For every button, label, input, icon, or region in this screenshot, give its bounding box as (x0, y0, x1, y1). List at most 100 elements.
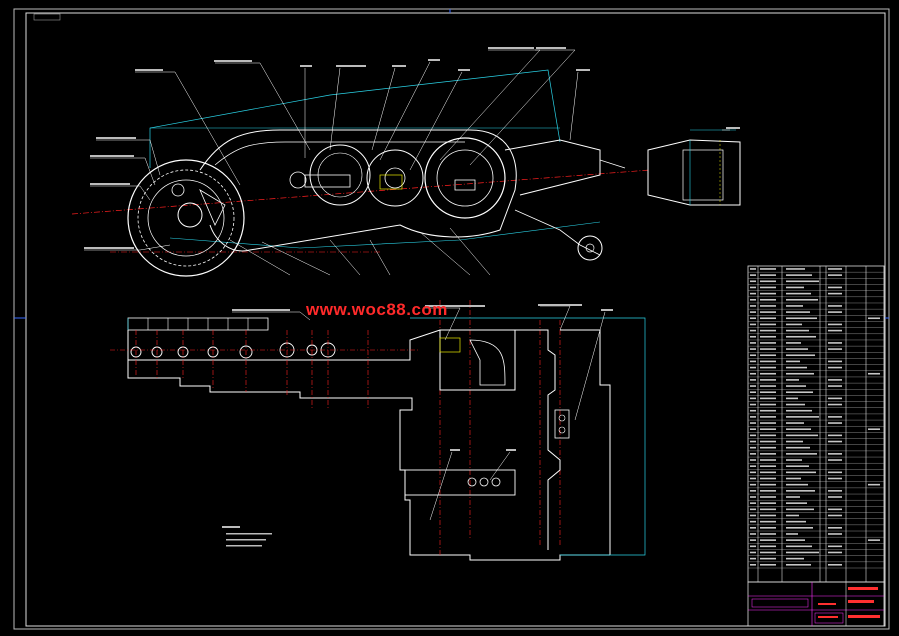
parts-cell-text (750, 453, 756, 455)
parts-cell-text (750, 342, 756, 344)
parts-cell-text (760, 459, 776, 461)
parts-cell-text (760, 557, 776, 560)
parts-cell-text (786, 379, 799, 381)
parts-cell-text (786, 335, 816, 338)
parts-cell-text (760, 397, 776, 400)
parts-cell-text (786, 434, 818, 437)
parts-cell-text (828, 397, 842, 400)
parts-cell-text (828, 477, 842, 480)
parts-cell-text (828, 508, 842, 511)
parts-cell-text (750, 502, 756, 504)
parts-cell-text (786, 440, 803, 443)
parts-cell-text (760, 514, 776, 517)
parts-cell-text (786, 502, 807, 504)
parts-cell-text (786, 292, 811, 295)
parts-cell-text (786, 483, 808, 486)
section-outline-left (127, 360, 610, 561)
callout-labels-bottom (232, 304, 613, 451)
parts-cell-text (760, 348, 776, 350)
parts-cell-text (786, 422, 804, 424)
parts-cell-text (760, 280, 776, 283)
base-hub (177, 202, 203, 228)
parts-cell-text (786, 471, 816, 474)
parts-cell-text (750, 477, 756, 480)
parts-cell-text (750, 428, 756, 431)
parts-cell-text (750, 471, 756, 474)
upper-arm-link (199, 129, 517, 252)
parts-cell-text (786, 397, 798, 400)
parts-cell-text (750, 335, 756, 338)
callout-labels-top (84, 47, 740, 249)
leader-lines-top (84, 49, 730, 276)
parts-cell-text (786, 360, 800, 363)
leader-lines-bottom (232, 305, 606, 521)
parts-cell-text (750, 323, 756, 326)
parts-cell-text (750, 403, 756, 406)
parts-cell-text (760, 298, 776, 301)
parts-cell-text (750, 551, 756, 554)
parts-cell-text (828, 440, 842, 443)
parts-cell-text (750, 416, 756, 418)
gear-small (289, 171, 307, 189)
parts-cell-text (828, 471, 842, 474)
parts-cell-text (828, 274, 842, 276)
parts-cell-text (750, 496, 756, 498)
parts-cell-text (828, 527, 842, 529)
parts-cell-text (750, 490, 756, 492)
highlight-block (379, 174, 403, 190)
forearm-brace (514, 209, 601, 256)
parts-cell-text (786, 557, 804, 560)
parts-cell-text (786, 323, 802, 326)
gripper-column (560, 329, 611, 555)
parts-cell-text (760, 335, 776, 338)
parts-cell-text (750, 305, 756, 307)
base-plate (404, 469, 516, 496)
parts-cell-text (760, 539, 776, 541)
parts-cell-text (786, 477, 801, 480)
inner-frame (25, 12, 886, 627)
parts-cell-text (786, 539, 805, 541)
envelope-top (149, 69, 561, 168)
parts-cell-text (786, 514, 799, 517)
joint-disc-2 (366, 149, 424, 207)
parts-cell-text (760, 465, 776, 467)
parts-cell-text (750, 268, 756, 270)
parts-cell-text (750, 545, 756, 548)
parts-cell-text (750, 354, 756, 357)
parts-cell-text (750, 379, 756, 381)
parts-cell-text (750, 563, 756, 566)
parts-cell-text (750, 440, 756, 443)
parts-cell-text (750, 483, 756, 486)
elbow-disc-inner (436, 149, 494, 207)
parts-cell-text (760, 311, 776, 313)
parts-cell-text (750, 391, 756, 394)
parts-cell-text (760, 385, 776, 387)
parts-cell-text (760, 268, 776, 270)
parts-cell-text (786, 268, 805, 270)
parts-cell-text (760, 391, 776, 394)
parts-cell-text (868, 539, 880, 541)
parts-cell-text (828, 453, 842, 455)
joint-disc-2-hub (384, 167, 406, 189)
base-disc-outer (127, 159, 245, 277)
parts-cell-text (760, 305, 776, 307)
parts-cell-text (786, 465, 809, 467)
parts-cell-text (750, 329, 756, 332)
parts-cell-text (786, 385, 806, 387)
parts-cell-text (786, 545, 812, 548)
wrist-housing-curve (469, 339, 506, 386)
parts-cell-text (828, 329, 842, 332)
parts-cell-text (828, 545, 842, 548)
parts-cell-text (828, 490, 842, 492)
parts-cell-text (750, 280, 756, 283)
parts-cell-text (750, 520, 756, 523)
parts-cell-text (750, 527, 756, 529)
parts-cell-text (786, 317, 817, 320)
parts-cell-text (828, 416, 842, 418)
drawing-number-box (33, 13, 61, 21)
parts-cell-text (750, 298, 756, 301)
parts-cell-text (786, 496, 800, 498)
parts-cell-text (750, 422, 756, 424)
parts-cell-text (786, 311, 810, 313)
parts-cell-text (786, 274, 812, 276)
